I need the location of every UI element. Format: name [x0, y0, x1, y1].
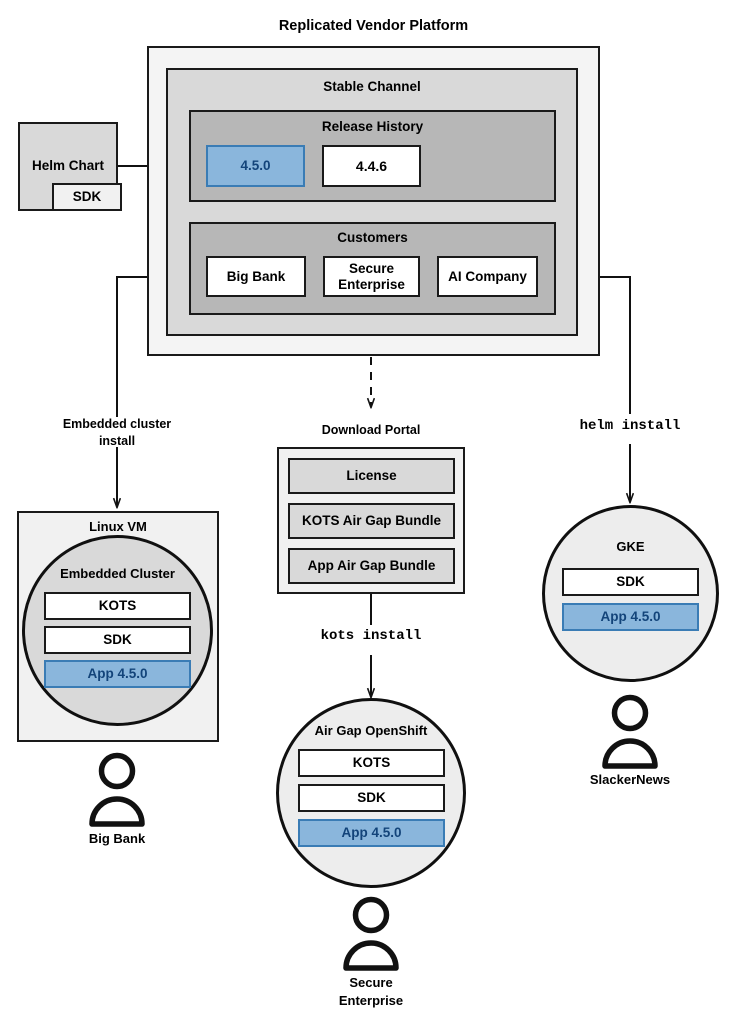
edge-label-helm-install: helm install	[579, 418, 681, 434]
customer-box-secure-enterprise[interactable]: Secure Enterprise	[323, 256, 420, 297]
component-app[interactable]: App 4.5.0	[44, 660, 191, 688]
component-app[interactable]: App 4.5.0	[298, 819, 445, 847]
embedded-cluster-title: Embedded Cluster	[60, 566, 175, 581]
component-label: KOTS	[352, 755, 391, 771]
artifact-label: App Air Gap Bundle	[307, 558, 436, 574]
customer-box-ai-company[interactable]: AI Company	[437, 256, 538, 297]
customer-label: AI Company	[448, 268, 527, 284]
portal-artifact-app-air-gap-bundle[interactable]: App Air Gap Bundle	[288, 548, 455, 584]
release-chip-label: 4.5.0	[240, 158, 271, 174]
stable-channel-title: Stable Channel	[323, 79, 421, 94]
persona-label-secure-enterprise: Secure Enterprise	[291, 974, 451, 1009]
portal-artifact-license[interactable]: License	[288, 458, 455, 494]
component-sdk[interactable]: SDK	[298, 784, 445, 812]
persona-label-line1: Secure	[349, 975, 393, 990]
component-label: SDK	[357, 790, 386, 806]
air-gap-openshift-title: Air Gap OpenShift	[314, 723, 428, 738]
gke-title: GKE	[616, 539, 645, 554]
person-icon	[89, 752, 145, 827]
linux-vm-title: Linux VM	[89, 519, 147, 534]
release-chip-4-5-0[interactable]: 4.5.0	[206, 145, 305, 187]
sdk-label: SDK	[72, 189, 102, 205]
component-sdk[interactable]: SDK	[562, 568, 699, 596]
artifact-label: KOTS Air Gap Bundle	[301, 513, 441, 529]
edge-label-kots-install: kots install	[320, 628, 422, 644]
component-label: App 4.5.0	[341, 825, 402, 841]
component-label: SDK	[616, 574, 645, 590]
release-chip-label: 4.4.6	[355, 157, 388, 174]
artifact-label: License	[346, 468, 397, 484]
release-chip-4-4-6[interactable]: 4.4.6	[322, 145, 421, 187]
component-kots[interactable]: KOTS	[44, 592, 191, 620]
customer-label: Big Bank	[226, 268, 286, 284]
portal-artifact-kots-air-gap-bundle[interactable]: KOTS Air Gap Bundle	[288, 503, 455, 539]
component-kots[interactable]: KOTS	[298, 749, 445, 777]
release-history-title: Release History	[321, 119, 424, 134]
persona-label-slackernews: SlackerNews	[589, 772, 671, 787]
component-label: App 4.5.0	[87, 666, 148, 682]
edge-label-line2: install	[98, 433, 136, 448]
component-label: App 4.5.0	[600, 609, 661, 625]
component-app[interactable]: App 4.5.0	[562, 603, 699, 631]
component-label: SDK	[103, 632, 132, 648]
page-title: Replicated Vendor Platform	[278, 18, 469, 34]
component-sdk[interactable]: SDK	[44, 626, 191, 654]
customer-box-big-bank[interactable]: Big Bank	[206, 256, 306, 297]
edge-label-embedded-cluster-install: Embedded cluster install	[37, 416, 197, 450]
edge-label-line1: Embedded cluster	[62, 417, 172, 431]
person-icon	[602, 694, 658, 769]
persona-label-line2: Enterprise	[338, 992, 404, 1008]
customer-label: Secure Enterprise	[338, 260, 405, 292]
helm-chart-label: Helm Chart	[31, 158, 104, 174]
persona-label-big-bank: Big Bank	[88, 831, 146, 846]
customers-title: Customers	[337, 230, 408, 245]
helm-chart-sdk-box[interactable]: SDK	[52, 183, 122, 211]
person-icon	[343, 896, 399, 971]
component-label: KOTS	[98, 598, 137, 614]
download-portal-title: Download Portal	[321, 423, 421, 437]
